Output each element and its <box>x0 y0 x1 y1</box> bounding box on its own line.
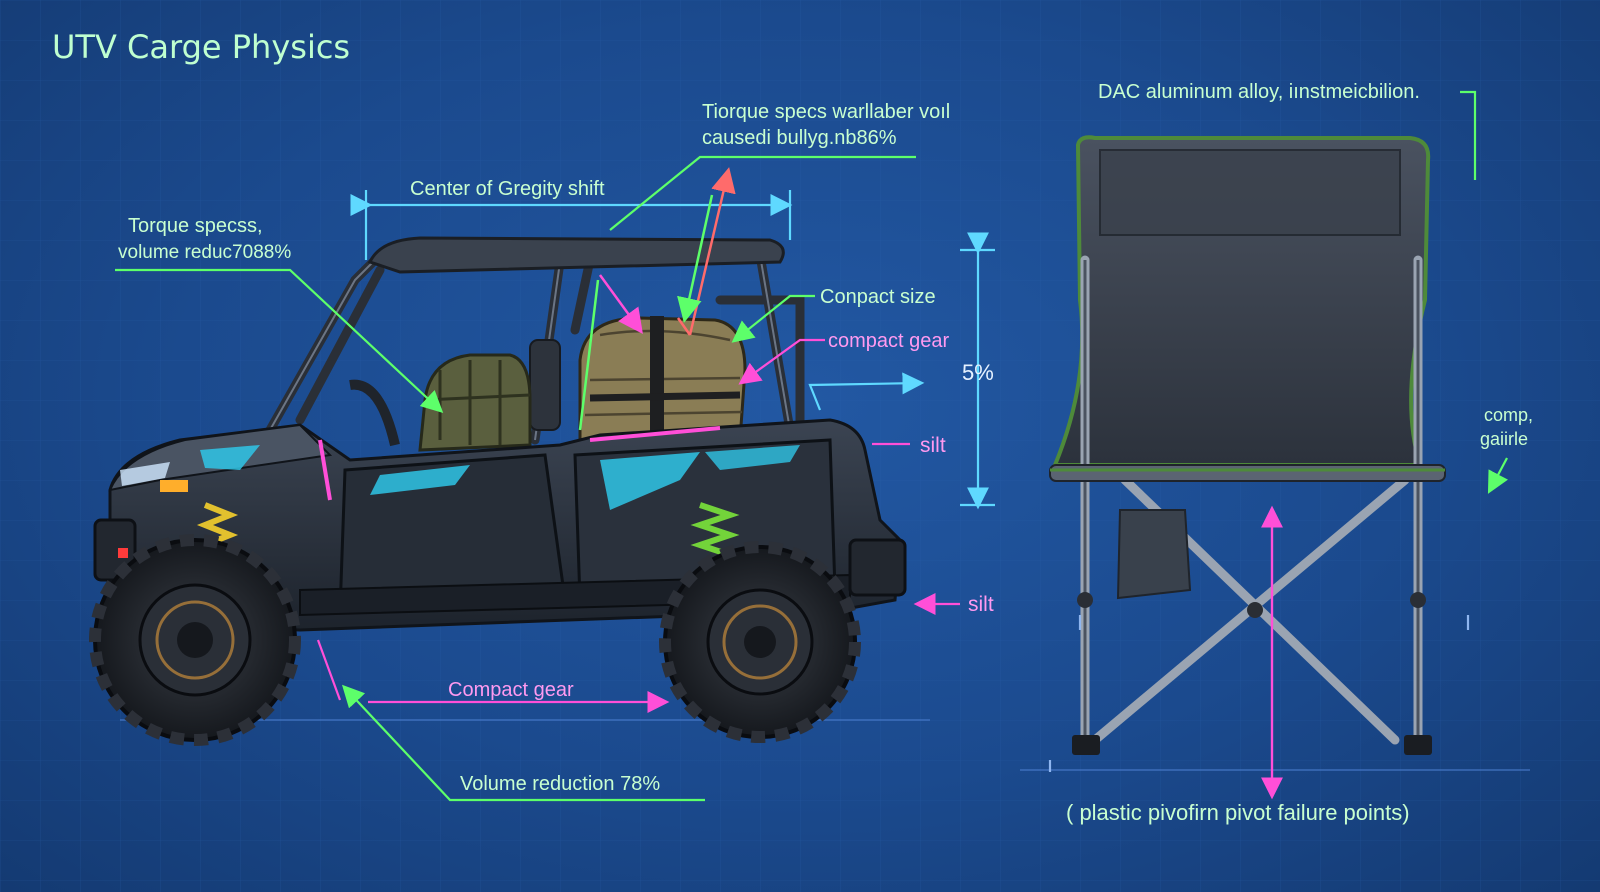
comp-leader <box>1487 457 1508 494</box>
torque-left-leader <box>115 268 444 414</box>
compact-gear-top-leader <box>738 338 825 385</box>
diagram-title: UTV Carge Physics <box>52 28 350 66</box>
torque-top-label-line1: Tiorque specs warllaber voıl <box>702 101 950 123</box>
torque-top-leader <box>609 155 916 231</box>
compact-size-label: Conpact size <box>820 286 936 308</box>
compact-gear-bottom-label: Compact gear <box>448 679 574 701</box>
pivot-failure-label: ( plastic pivofirn pivot failure points) <box>1066 800 1410 825</box>
chair-material-label: DAC aluminum alloy, iınstmeicbilion. <box>1098 81 1420 103</box>
cargo-bag-large <box>578 316 747 444</box>
volume-reduction-leader <box>341 684 705 802</box>
cargo-bag-small <box>418 353 532 452</box>
torque-left-label-line2: volume reduc7088% <box>118 242 291 263</box>
camp-chair-illustration <box>1049 135 1446 755</box>
compact-size-leader <box>731 294 815 343</box>
cog-shift-label: Center of Gregity shift <box>410 178 605 200</box>
cyan-arrow <box>808 372 925 411</box>
volume-reduction-label: Volume reduction 78% <box>460 773 660 795</box>
torque-top-label-line2: causedi bullyg.nb86% <box>702 127 897 149</box>
comp-label-line2: gaiirle <box>1480 429 1528 449</box>
compact-gear-top-label: compact gear <box>828 330 950 352</box>
comp-label-line1: comp, <box>1484 405 1533 425</box>
utv-illustration <box>89 236 907 746</box>
silt-upper-label: silt <box>920 434 946 457</box>
percent-label: 5% <box>962 360 994 385</box>
silt-lower-label: silt <box>968 593 994 616</box>
front-wheel <box>89 534 301 746</box>
torque-left-label-line1: Torque specss, <box>128 215 263 237</box>
rear-wheel <box>659 541 861 743</box>
chair-material-leader <box>1460 90 1477 180</box>
